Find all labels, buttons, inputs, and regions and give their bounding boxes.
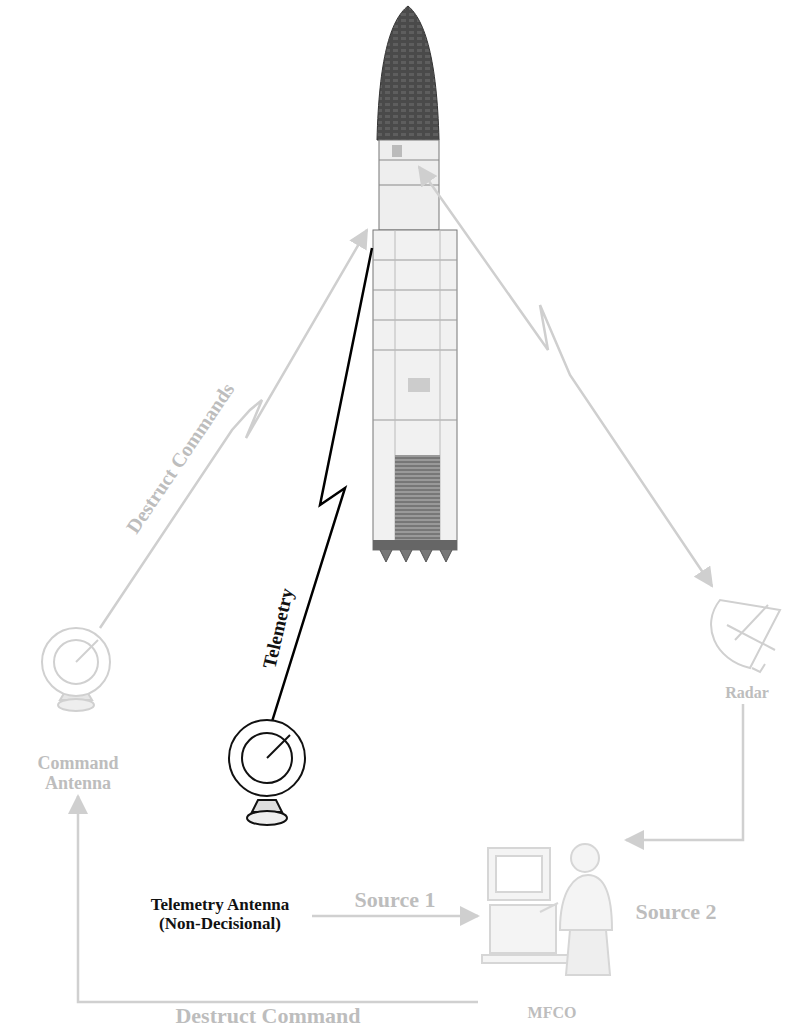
operator-icon (482, 844, 612, 975)
node-label: MFCO (528, 1004, 577, 1022)
signal-line (78, 796, 478, 1002)
antenna-label-box: Command Antenna (18, 628, 138, 796)
node-label: Telemetry Antenna (Non-Decisional) (132, 895, 308, 934)
node-label: Command Antenna (22, 753, 134, 794)
antenna-icon (42, 628, 110, 711)
radar-icon (711, 600, 780, 672)
source-label: Source 2 (636, 900, 717, 924)
launch-vehicle (373, 6, 457, 562)
link-label: Destruct Commands (121, 377, 240, 539)
antenna-icon (229, 720, 305, 825)
radar-tracking-link (419, 167, 712, 586)
operator-box: MFCO (478, 815, 626, 1024)
node-label: Radar (725, 684, 769, 702)
destruct-uplink (100, 230, 367, 628)
signal-line (626, 704, 743, 840)
signal-line (312, 915, 478, 918)
link-label: Source 1 (355, 888, 436, 912)
telemetry-downlink (260, 248, 372, 760)
link-label: Destruct Command (175, 1004, 360, 1028)
radar-label-box: Radar (702, 598, 792, 704)
antenna-label-box: Telemetry Antenna (Non-Decisional) (128, 720, 312, 936)
